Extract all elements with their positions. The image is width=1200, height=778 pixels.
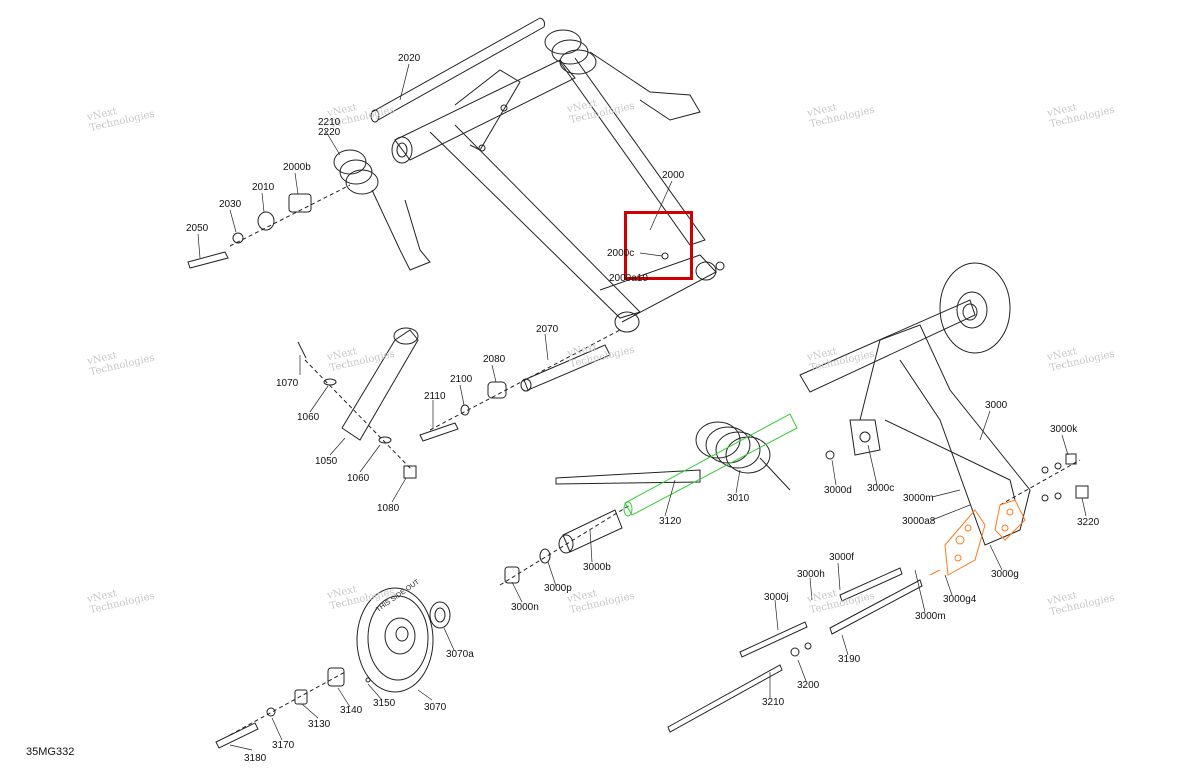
part-label-3010[interactable]: 3010 — [727, 493, 750, 504]
part-label-2000a10[interactable]: 2000a10 — [609, 273, 648, 284]
part-label-2000c[interactable]: 2000c — [607, 248, 635, 259]
part-label-2010[interactable]: 2010 — [252, 182, 275, 193]
part-label-3070[interactable]: 3070 — [424, 702, 447, 713]
part-label-1060[interactable]: 1060 — [347, 473, 370, 484]
leader-lines — [197, 63, 1087, 751]
rear-bolts — [667, 567, 923, 733]
part-label-2210[interactable]: 2210 — [318, 117, 341, 128]
part-label-3000c[interactable]: 3000c — [867, 483, 895, 494]
part-label-3200[interactable]: 3200 — [797, 680, 820, 691]
rear-frame-assembly — [799, 262, 1089, 546]
part-label-3000d[interactable]: 3000d — [824, 485, 852, 496]
diagram-reference: 35MG332 — [26, 746, 75, 758]
arm-1050 — [297, 327, 419, 479]
part-label-2030[interactable]: 2030 — [219, 199, 242, 210]
part-label-3000j[interactable]: 3000j — [764, 592, 789, 603]
part-label-2020[interactable]: 2020 — [398, 53, 421, 64]
part-label-3000b[interactable]: 3000b — [583, 562, 611, 573]
part-label-3220[interactable]: 3220 — [1077, 517, 1100, 528]
part-label-1050[interactable]: 1050 — [315, 456, 338, 467]
part-label-3180[interactable]: 3180 — [244, 753, 267, 764]
part-label-3170[interactable]: 3170 — [272, 740, 295, 751]
part-label-3000a8[interactable]: 3000a8 — [902, 516, 936, 527]
part-label-3000h[interactable]: 3000h — [797, 569, 825, 580]
part-label-3150[interactable]: 3150 — [373, 698, 396, 709]
part-label-2070[interactable]: 2070 — [536, 324, 559, 335]
part-label-1080[interactable]: 1080 — [377, 503, 400, 514]
part-label-2050[interactable]: 2050 — [186, 223, 209, 234]
left-hardware — [187, 184, 351, 269]
part-label-3000k[interactable]: 3000k — [1050, 424, 1078, 435]
part-label-3070a[interactable]: 3070a — [446, 649, 474, 660]
part-label-3000n[interactable]: 3000n — [511, 602, 539, 613]
part-label-2110[interactable]: 2110 — [424, 391, 446, 402]
front-arm-assembly — [333, 17, 725, 333]
part-label-2000b[interactable]: 2000b — [283, 162, 311, 173]
highlight-box — [624, 211, 693, 280]
lower-hardware — [499, 504, 631, 586]
part-label-3190[interactable]: 3190 — [838, 654, 861, 665]
part-label-3210[interactable]: 3210 — [762, 697, 785, 708]
part-label-2100[interactable]: 2100 — [450, 374, 473, 385]
part-label-3000m[interactable]: 3000m — [903, 493, 934, 504]
part-label-1060[interactable]: 1060 — [297, 412, 320, 423]
part-label-3000g4[interactable]: 3000g4 — [943, 594, 977, 605]
part-label-3000p[interactable]: 3000p — [544, 583, 572, 594]
middle-hardware — [419, 329, 621, 442]
part-label-3000g[interactable]: 3000g — [991, 569, 1019, 580]
part-label-2220[interactable]: 2220 — [318, 127, 341, 138]
part-label-2080[interactable]: 2080 — [483, 354, 506, 365]
part-label-3000m[interactable]: 3000m — [915, 611, 946, 622]
green-tube-3120 — [624, 413, 798, 516]
part-label-3120[interactable]: 3120 — [659, 516, 682, 527]
part-label-2000[interactable]: 2000 — [662, 170, 685, 181]
part-label-3000[interactable]: 3000 — [985, 400, 1008, 411]
part-label-1070[interactable]: 1070 — [276, 378, 299, 389]
part-label-3000f[interactable]: 3000f — [829, 552, 855, 563]
part-label-3130[interactable]: 3130 — [308, 719, 331, 730]
wheel-3070 — [215, 587, 451, 749]
orange-bracket-3000g — [929, 499, 1026, 576]
part-label-3140[interactable]: 3140 — [340, 705, 363, 716]
spring-3010 — [555, 421, 791, 491]
